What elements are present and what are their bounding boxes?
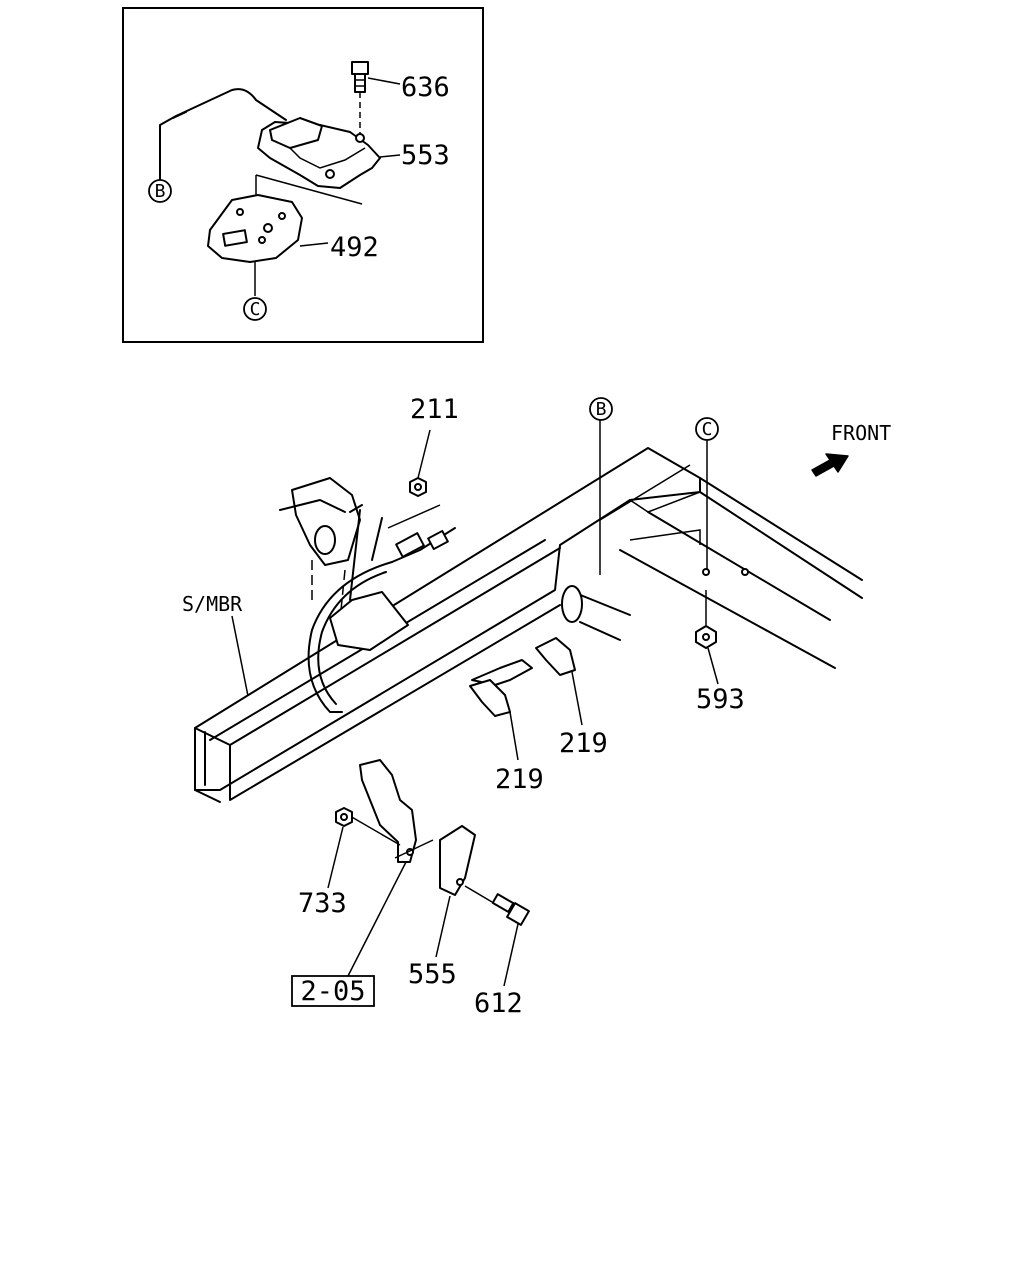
front-arrow-icon — [811, 453, 849, 477]
label-612: 612 — [474, 988, 523, 1019]
ref-circle-b-main: B — [589, 397, 613, 421]
bolt-612 — [464, 885, 530, 987]
inset-detail: 636 553 492 B C — [122, 7, 484, 343]
label-211: 211 — [410, 394, 459, 425]
ref-circle-b-inset: B — [148, 179, 172, 203]
cross-tube — [561, 585, 631, 641]
nut-593 — [695, 590, 719, 685]
label-219-left: 219 — [495, 764, 544, 795]
svg-text:B: B — [596, 399, 607, 420]
label-section-ref: 2-05 — [300, 976, 365, 1007]
section-ref-box[interactable]: 2-05 — [291, 975, 375, 1007]
bolt-636 — [351, 61, 401, 135]
label-219-right: 219 — [559, 728, 608, 759]
label-553: 553 — [401, 140, 450, 171]
actuator-553 — [257, 117, 401, 189]
label-636: 636 — [401, 72, 450, 103]
label-side-member: S/MBR — [182, 592, 243, 616]
svg-text:C: C — [702, 419, 713, 440]
inset-cable — [159, 88, 287, 183]
ref-circle-c-inset: C — [243, 297, 267, 321]
bracket-492 — [207, 194, 329, 296]
clips-219 — [469, 637, 583, 761]
label-733: 733 — [298, 888, 347, 919]
engine-mount — [279, 477, 383, 621]
label-555: 555 — [408, 959, 457, 990]
label-593: 593 — [696, 684, 745, 715]
side-member-rail — [194, 447, 863, 803]
main-assembly: 211 FRONT S/MBR 593 219 219 733 555 612 … — [182, 394, 891, 1019]
svg-text:C: C — [250, 299, 261, 320]
nut-211 — [409, 429, 431, 497]
label-front: FRONT — [831, 421, 891, 445]
label-492: 492 — [330, 232, 379, 263]
control-cable — [307, 504, 456, 713]
svg-text:B: B — [155, 181, 166, 202]
ref-circle-c-main: C — [695, 417, 719, 441]
bracket-assembly — [327, 759, 476, 977]
rail-bracket — [329, 591, 409, 651]
inset-frame — [122, 7, 484, 343]
